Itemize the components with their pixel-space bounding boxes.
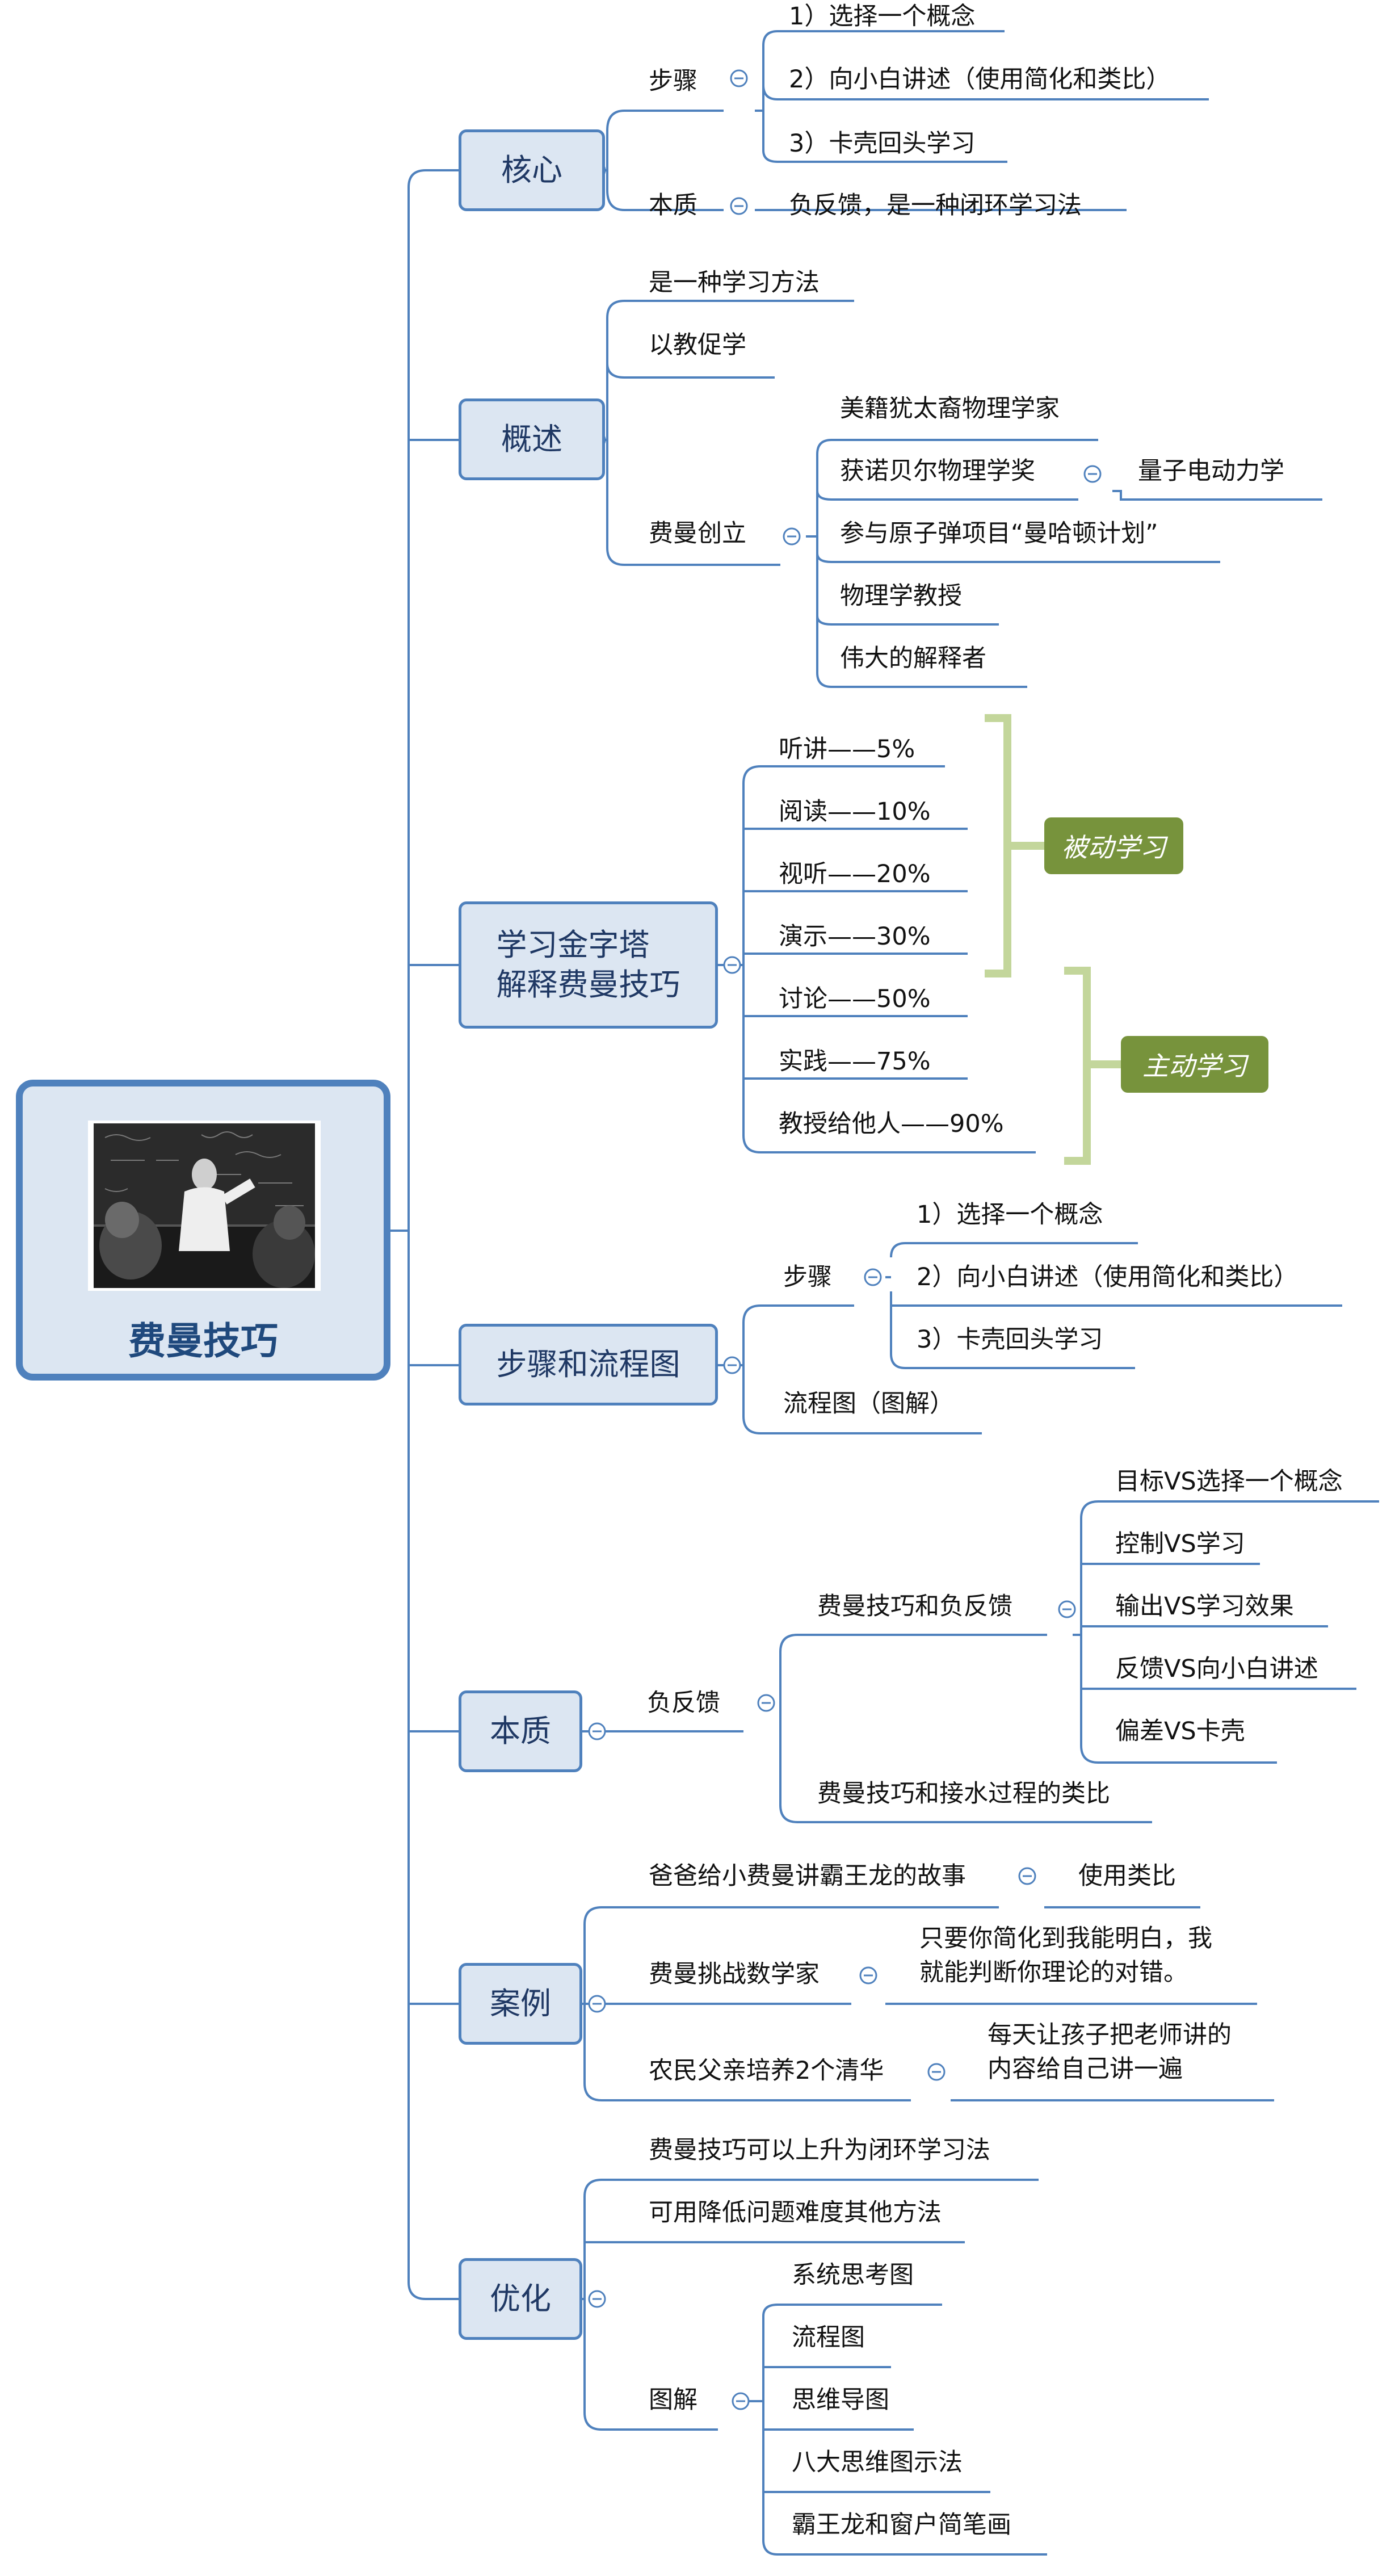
case-3-child[interactable]: 每天让孩子把老师讲的 内容给自己讲一遍 — [988, 2021, 1232, 2084]
optimize-diagram[interactable]: 图解 — [649, 2386, 698, 2414]
process-step-3[interactable]: 3）卡壳回头学习 — [917, 1325, 1103, 1354]
category-essence[interactable]: 本质 — [459, 1690, 582, 1772]
core-steps[interactable]: 步骤 — [649, 67, 698, 95]
founder-fact-2-child[interactable]: 量子电动力学 — [1138, 457, 1284, 485]
category-optimize[interactable]: 优化 — [459, 2258, 582, 2340]
category-cases-label: 案例 — [490, 1985, 551, 2021]
essence-group-2[interactable]: 费曼技巧和接水过程的类比 — [817, 1780, 1110, 1808]
pyramid-item-3[interactable]: 视听——20% — [779, 860, 931, 888]
core-step-2[interactable]: 2）向小白讲述（使用简化和类比） — [789, 65, 1171, 94]
category-essence-label: 本质 — [490, 1713, 551, 1749]
passive-learning-tag[interactable]: 被动学习 — [1044, 817, 1183, 874]
process-step-1[interactable]: 1）选择一个概念 — [917, 1201, 1103, 1229]
pyramid-item-1[interactable]: 听讲——5% — [779, 735, 915, 763]
diagram-item-3[interactable]: 思维导图 — [792, 2386, 889, 2414]
core-essence[interactable]: 本质 — [649, 191, 698, 220]
founder-fact-1[interactable]: 美籍犹太裔物理学家 — [840, 395, 1060, 423]
bracket-active — [1064, 967, 1091, 1165]
essence-item-1[interactable]: 目标VS选择一个概念 — [1115, 1467, 1343, 1496]
category-core[interactable]: 核心 — [459, 129, 605, 211]
pyramid-item-5[interactable]: 讨论——50% — [779, 985, 931, 1013]
diagram-item-5[interactable]: 霸王龙和窗户简笔画 — [792, 2511, 1011, 2539]
category-pyramid-label: 学习金字塔 解释费曼技巧 — [496, 926, 680, 1002]
case-2[interactable]: 费曼挑战数学家 — [649, 1960, 820, 1988]
category-overview[interactable]: 概述 — [459, 398, 605, 480]
overview-item-1[interactable]: 是一种学习方法 — [649, 268, 820, 297]
category-process[interactable]: 步骤和流程图 — [459, 1324, 718, 1406]
diagram-item-2[interactable]: 流程图 — [792, 2323, 865, 2352]
essence-item-5[interactable]: 偏差VS卡壳 — [1115, 1717, 1245, 1746]
diagram-item-4[interactable]: 八大思维图示法 — [792, 2448, 963, 2477]
category-process-label: 步骤和流程图 — [496, 1346, 680, 1382]
core-step-3[interactable]: 3）卡壳回头学习 — [789, 129, 976, 158]
essence-item-2[interactable]: 控制VS学习 — [1115, 1530, 1245, 1558]
overview-item-2[interactable]: 以教促学 — [649, 331, 746, 359]
category-core-label: 核心 — [501, 152, 562, 188]
process-steps[interactable]: 步骤 — [783, 1263, 832, 1291]
bracket-passive — [985, 714, 1011, 977]
essence-feedback[interactable]: 负反馈 — [647, 1689, 720, 1717]
founder-fact-5[interactable]: 伟大的解释者 — [840, 644, 986, 673]
case-2-child[interactable]: 只要你简化到我能明白，我 就能判断你理论的对错。 — [919, 1924, 1212, 1987]
core-essence-desc[interactable]: 负反馈，是一种闭环学习法 — [789, 191, 1082, 220]
case-3[interactable]: 农民父亲培养2个清华 — [649, 2057, 884, 2085]
essence-group-1[interactable]: 费曼技巧和负反馈 — [817, 1592, 1012, 1621]
category-cases[interactable]: 案例 — [459, 1963, 582, 2045]
process-flowchart[interactable]: 流程图（图解） — [783, 1390, 954, 1418]
diagram-item-1[interactable]: 系统思考图 — [792, 2261, 914, 2289]
founder-fact-3[interactable]: 参与原子弹项目“曼哈顿计划” — [840, 519, 1158, 548]
founder-fact-2[interactable]: 获诺贝尔物理学奖 — [840, 457, 1035, 485]
main-title: 费曼技巧 — [128, 1319, 278, 1363]
core-step-1[interactable]: 1）选择一个概念 — [789, 2, 976, 31]
founder-fact-4[interactable]: 物理学教授 — [840, 582, 962, 610]
pyramid-item-6[interactable]: 实践——75% — [779, 1047, 931, 1076]
process-step-2[interactable]: 2）向小白讲述（使用简化和类比） — [917, 1263, 1299, 1291]
pyramid-item-7[interactable]: 教授给他人——90% — [779, 1110, 1004, 1138]
lecture-photo — [88, 1121, 321, 1291]
category-optimize-label: 优化 — [490, 2280, 551, 2317]
category-pyramid[interactable]: 学习金字塔 解释费曼技巧 — [459, 901, 718, 1029]
overview-founder[interactable]: 费曼创立 — [649, 519, 746, 548]
pyramid-item-4[interactable]: 演示——30% — [779, 922, 931, 951]
case-1-child[interactable]: 使用类比 — [1078, 1862, 1176, 1890]
category-overview-label: 概述 — [501, 421, 562, 457]
active-learning-tag[interactable]: 主动学习 — [1121, 1036, 1268, 1093]
pyramid-item-2[interactable]: 阅读——10% — [779, 798, 931, 826]
essence-item-3[interactable]: 输出VS学习效果 — [1115, 1592, 1294, 1621]
optimize-item-2[interactable]: 可用降低问题难度其他方法 — [649, 2199, 942, 2227]
essence-item-4[interactable]: 反馈VS向小白讲述 — [1115, 1655, 1318, 1683]
case-1[interactable]: 爸爸给小费曼讲霸王龙的故事 — [649, 1862, 966, 1890]
optimize-item-1[interactable]: 费曼技巧可以上升为闭环学习法 — [649, 2136, 990, 2164]
main-node[interactable]: 费曼技巧 — [16, 1080, 390, 1381]
